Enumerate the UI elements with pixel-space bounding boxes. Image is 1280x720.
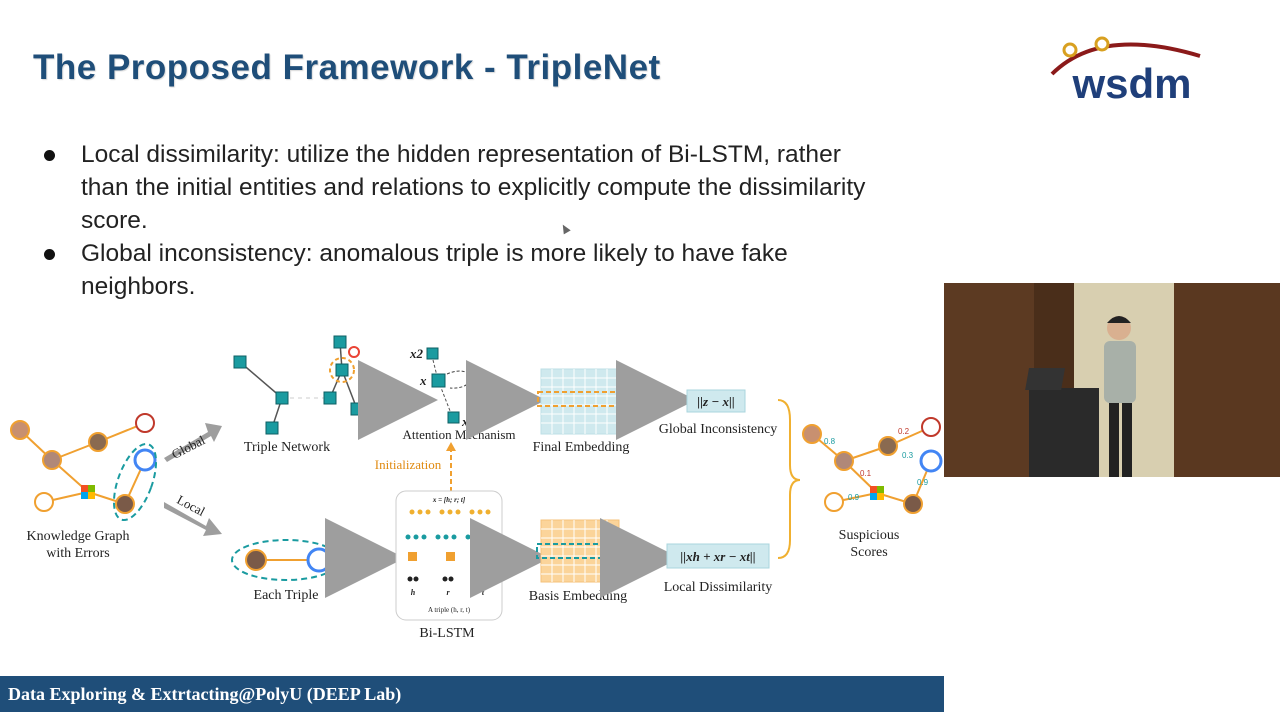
person-node-icon bbox=[903, 494, 923, 514]
final-embedding: z Final Embedding bbox=[533, 368, 630, 455]
bullet-dot-icon bbox=[44, 249, 55, 260]
knowledge-graph: Knowledge Graph with Errors bbox=[10, 413, 158, 561]
local-arrow: Local bbox=[164, 492, 222, 536]
slide-footer: Data Exploring & Extrtacting@PolyU (DEEP… bbox=[0, 676, 944, 712]
slide: The Proposed Framework - TripleNet Local… bbox=[0, 48, 944, 712]
global-inconsistency-label: Global Inconsistency bbox=[659, 422, 778, 437]
bilstm-node-h: h bbox=[411, 588, 416, 597]
basis-embedding: x Basis Embedding bbox=[529, 519, 631, 604]
pin-node-icon bbox=[135, 413, 155, 433]
global-formula: ||z − x|| bbox=[697, 394, 734, 409]
bilstm-triple-caption: A triple (h, r, t) bbox=[428, 606, 471, 614]
speaker-video-frame bbox=[944, 283, 1280, 477]
google-logo-icon bbox=[133, 448, 157, 472]
person-node-icon bbox=[42, 450, 62, 470]
score-label: 0.3 bbox=[902, 451, 914, 460]
local-formula: ||xh + xr − xt|| bbox=[680, 549, 755, 564]
score-label: 0.1 bbox=[860, 469, 872, 478]
bullet-item: Local dissimilarity: utilize the hidden … bbox=[44, 138, 884, 237]
final-embedding-label: Final Embedding bbox=[533, 440, 630, 455]
score-label: 0.9 bbox=[917, 478, 929, 487]
bilstm-formula: x = [h; r; t] bbox=[432, 496, 466, 504]
bullet-text: Local dissimilarity: utilize the hidden … bbox=[81, 141, 866, 234]
score-label: 0.8 bbox=[824, 437, 836, 446]
each-triple: Each Triple bbox=[231, 539, 341, 603]
local-dissimilarity-label: Local Dissimilarity bbox=[664, 580, 772, 595]
footer-text: Data Exploring & Extrtacting@PolyU (DEEP… bbox=[8, 684, 402, 704]
owl-eye-icon bbox=[1094, 36, 1110, 52]
wsdm-logo: wsdm bbox=[1050, 36, 1201, 107]
score-label: 0.9 bbox=[848, 493, 860, 502]
global-inconsistency: ||z − x|| Global Inconsistency bbox=[659, 389, 778, 437]
google-logo-icon bbox=[306, 547, 332, 573]
triplenet-diagram: Knowledge Graph with Errors Global Local bbox=[10, 335, 943, 641]
z-label: z bbox=[623, 379, 630, 394]
merge-brace bbox=[777, 399, 801, 559]
logo-text: wsdm bbox=[1071, 60, 1191, 107]
person-node-icon bbox=[245, 549, 267, 571]
pin-node-icon bbox=[921, 417, 941, 437]
bilstm-label: Bi-LSTM bbox=[419, 626, 475, 641]
person-node-icon bbox=[88, 432, 108, 452]
triple-network-label: Triple Network bbox=[244, 440, 330, 455]
person-node-icon bbox=[115, 494, 135, 514]
google-logo-icon bbox=[348, 346, 360, 358]
global-arrow: Global bbox=[164, 423, 222, 462]
org-node-icon bbox=[34, 492, 54, 512]
bilstm-node-r: r bbox=[446, 588, 450, 597]
bullet-dot-icon bbox=[44, 150, 55, 161]
person-node-icon bbox=[10, 420, 30, 440]
org-node-icon bbox=[824, 492, 844, 512]
triple-network: Triple Network bbox=[233, 335, 364, 455]
attention-mechanism: x2 x x1 Attention Mechanism bbox=[402, 346, 515, 442]
person-node-icon bbox=[802, 424, 822, 444]
basis-x-label: x bbox=[623, 532, 631, 547]
x2-label: x2 bbox=[409, 346, 424, 361]
suspicious-scores-graph: 0.8 0.2 0.1 0.3 0.9 0.9 Suspicious Score… bbox=[802, 417, 943, 560]
suspicious-label-line2: Scores bbox=[850, 545, 887, 560]
bullet-text: Global inconsistency: anomalous triple i… bbox=[81, 240, 788, 300]
kg-label-line2: with Errors bbox=[46, 546, 109, 561]
basis-embedding-label: Basis Embedding bbox=[529, 589, 627, 604]
x-label: x bbox=[419, 373, 427, 388]
each-triple-label: Each Triple bbox=[254, 588, 319, 603]
global-tag: Global bbox=[169, 432, 208, 462]
kg-label-line1: Knowledge Graph bbox=[26, 529, 129, 544]
person-node-icon bbox=[834, 451, 854, 471]
google-logo-icon bbox=[919, 449, 943, 473]
bullet-item: Global inconsistency: anomalous triple i… bbox=[44, 237, 884, 303]
suspicious-label-line1: Suspicious bbox=[839, 528, 900, 543]
attention-label: Attention Mechanism bbox=[402, 427, 515, 442]
initialization-label: Initialization bbox=[375, 457, 442, 472]
bilstm-block: x = [h; r; t] h r t A triple (h, bbox=[395, 490, 503, 641]
local-dissimilarity: ||xh + xr − xt|| Local Dissimilarity bbox=[664, 543, 772, 595]
score-label: 0.2 bbox=[898, 427, 910, 436]
person-node-icon bbox=[878, 436, 898, 456]
bullet-list: Local dissimilarity: utilize the hidden … bbox=[44, 138, 884, 303]
speaker-video bbox=[944, 283, 1280, 477]
slide-title: The Proposed Framework - TripleNet bbox=[33, 48, 661, 87]
owl-eye-icon bbox=[1062, 42, 1078, 58]
